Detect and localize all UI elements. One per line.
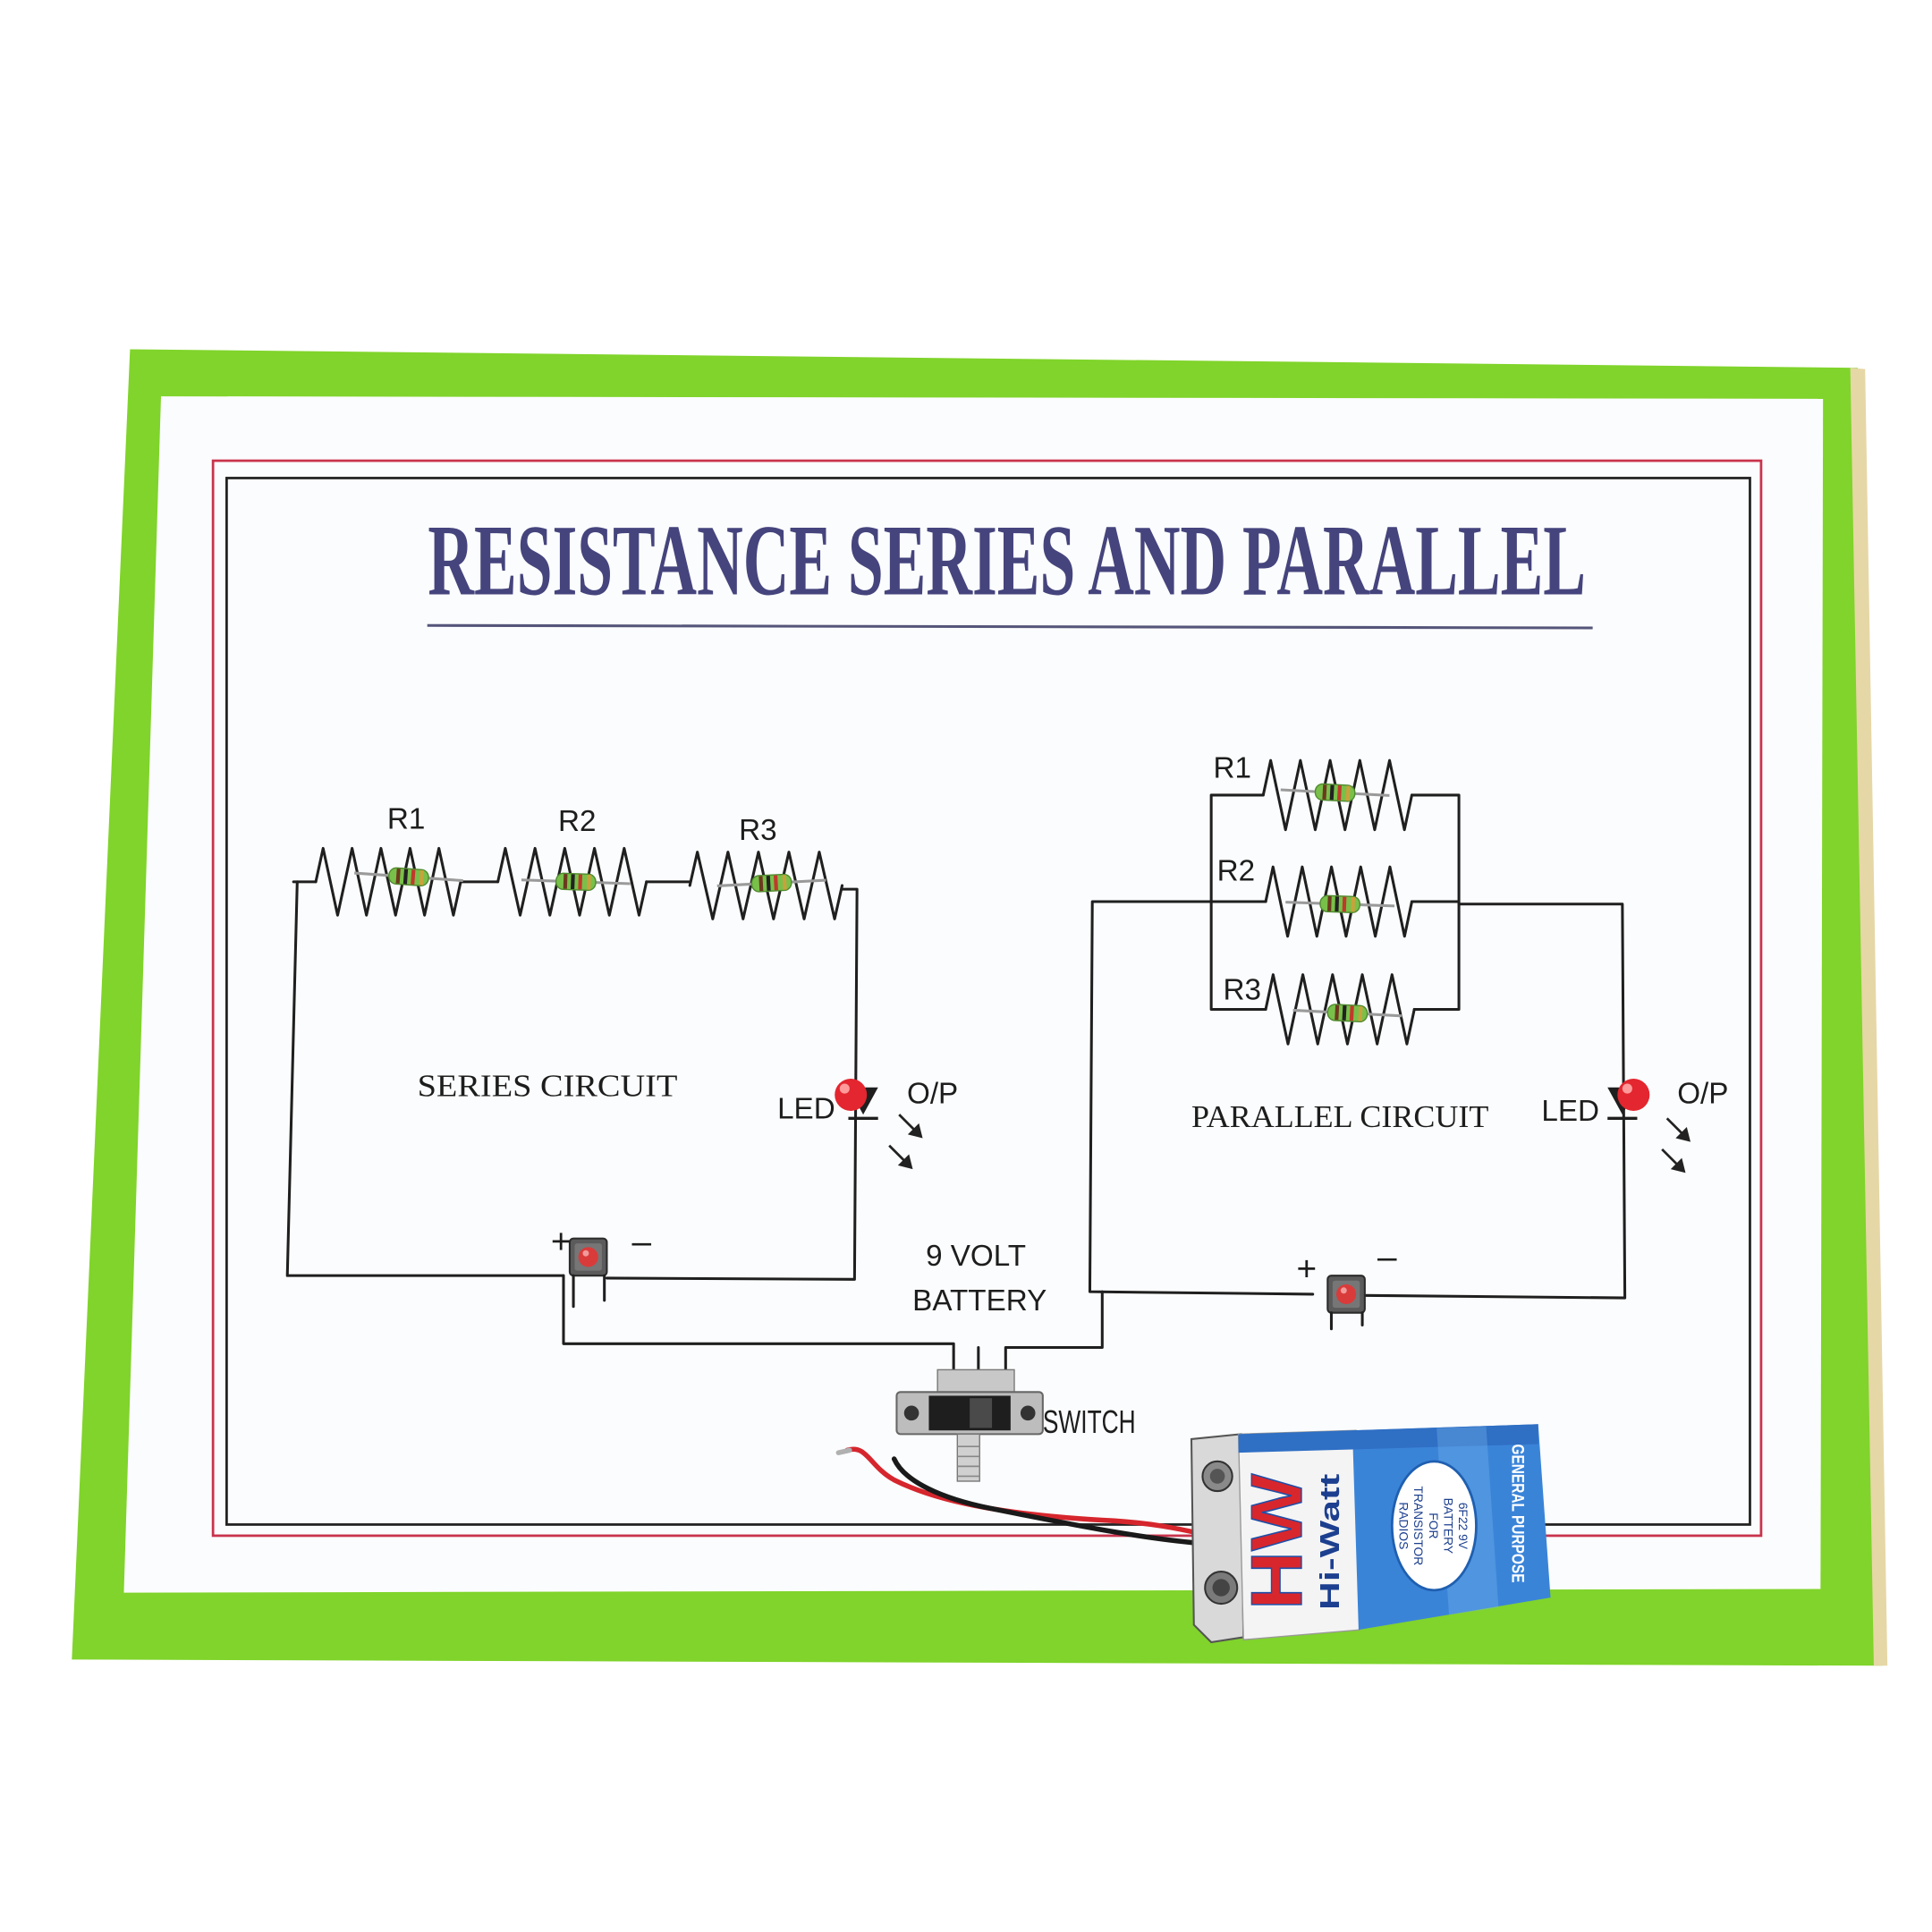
series-led-highlight xyxy=(839,1083,850,1094)
battery-type: GENERAL PURPOSE xyxy=(1508,1444,1528,1582)
parallel-circuit: R1 R2 R3 PARALLEL CIRCUIT LED O/P + – xyxy=(1088,752,1728,1331)
black-border-line xyxy=(225,477,1751,1526)
parallel-push-button xyxy=(1326,1275,1366,1314)
series-minus-sign: – xyxy=(631,1223,651,1261)
red-border-line xyxy=(211,459,1763,1538)
series-push-button xyxy=(568,1237,608,1277)
red-lead-tip xyxy=(835,1447,852,1455)
battery-label-line2: BATTERY xyxy=(912,1284,1046,1318)
battery-oval-label: 6F22 9V BATTERY FOR TRANSISTOR RADIOS xyxy=(1390,1460,1478,1592)
series-led-bulb xyxy=(835,1079,868,1111)
switch-label: SWITCH xyxy=(1043,1403,1136,1440)
series-r1-label: R1 xyxy=(387,802,425,835)
switch-knob xyxy=(970,1398,993,1428)
series-r2-label: R2 xyxy=(558,805,596,838)
battery-top-band xyxy=(1238,1424,1538,1453)
parallel-led xyxy=(1607,1079,1650,1121)
board-edge xyxy=(1850,368,1888,1666)
slide-switch xyxy=(895,1368,1044,1482)
title-underline xyxy=(427,623,1593,630)
parallel-led-highlight xyxy=(1622,1083,1632,1094)
parallel-r2-label: R2 xyxy=(1217,854,1255,887)
nine-volt-battery: HW Hi-Watt 6F22 9V BATTERY FOR TRANSISTO… xyxy=(1190,1424,1551,1644)
board-title: RESISTANCE SERIES AND PARALLEL xyxy=(428,504,1586,617)
battery-terminal-positive-core xyxy=(1209,1469,1225,1484)
battery-logo: HW xyxy=(1237,1473,1318,1610)
parallel-minus-sign: – xyxy=(1377,1238,1397,1276)
parallel-plus-sign: + xyxy=(1296,1250,1317,1289)
parallel-r1-label: R1 xyxy=(1213,752,1250,785)
series-led-label: LED xyxy=(777,1092,835,1125)
battery-label-line: FOR xyxy=(1427,1513,1441,1538)
white-sheet xyxy=(123,396,1824,1593)
parallel-r3-label: R3 xyxy=(1224,973,1261,1006)
series-r3-label: R3 xyxy=(739,814,776,847)
battery-label-line: BATTERY xyxy=(1441,1498,1455,1555)
series-button-pins xyxy=(572,1274,606,1309)
battery-black-lead xyxy=(891,1456,1202,1546)
battery-label-line1: 9 VOLT xyxy=(926,1240,1026,1273)
parallel-circuit-label: PARALLEL CIRCUIT xyxy=(1191,1100,1488,1134)
switch-tabs xyxy=(936,1368,1015,1395)
parallel-led-label: LED xyxy=(1541,1095,1599,1128)
battery-label-line: 6F22 9V xyxy=(1456,1503,1470,1550)
series-circuit-label: SERIES CIRCUIT xyxy=(418,1069,678,1103)
series-r1-zigzag xyxy=(314,846,462,917)
series-plus-sign: + xyxy=(551,1223,572,1261)
series-circuit: R1 R2 R3 SERIES CIRCUIT LED O/P + – xyxy=(285,802,958,1309)
switch-mount-hole-left xyxy=(903,1405,919,1421)
parallel-output-label: O/P xyxy=(1677,1078,1728,1111)
series-output-label: O/P xyxy=(907,1078,958,1111)
switch-connector-ridges xyxy=(957,1445,980,1478)
battery-oval xyxy=(1390,1460,1478,1592)
series-led xyxy=(835,1079,878,1121)
parallel-led-bulb xyxy=(1617,1079,1650,1111)
battery-label-line: RADIOS xyxy=(1397,1502,1411,1549)
switch-mount-hole-right xyxy=(1020,1405,1036,1421)
battery-terminal-negative-core xyxy=(1212,1579,1230,1597)
battery-label-line: TRANSISTOR xyxy=(1411,1486,1426,1565)
switch-connector xyxy=(956,1433,980,1482)
parallel-button-pins xyxy=(1329,1311,1364,1331)
battery-brand: Hi-Watt xyxy=(1315,1474,1345,1610)
power-section: 9 VOLT BATTERY SWITCH xyxy=(562,1240,1136,1482)
